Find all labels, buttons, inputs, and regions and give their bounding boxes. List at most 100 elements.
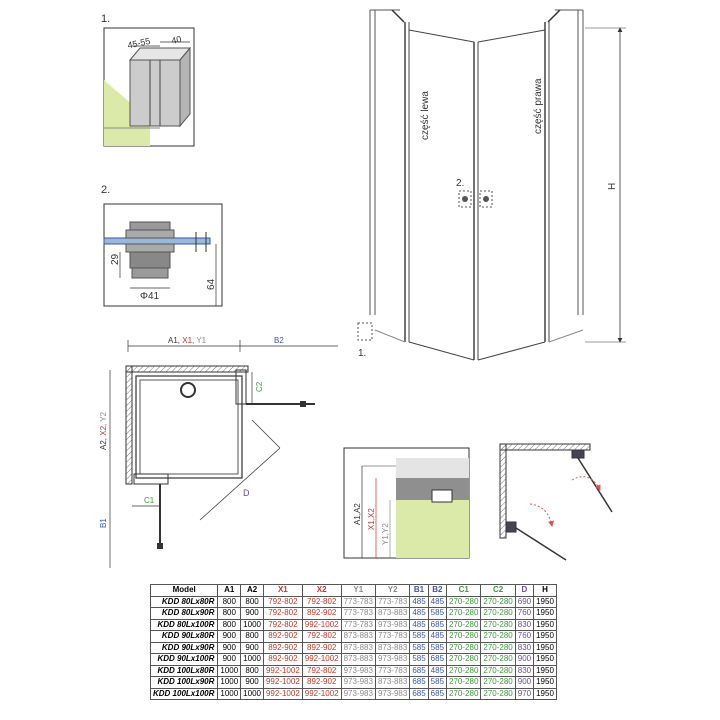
table-cell: 892-902 — [262, 641, 303, 654]
table-cell: 773-783 — [340, 607, 376, 620]
model-cell: KDD 80Lx80R — [149, 595, 219, 608]
table-cell: 900 — [514, 676, 535, 689]
table-header: X1 — [262, 584, 303, 597]
table-cell: 1000 — [240, 653, 264, 666]
table-cell: 270-280 — [480, 618, 516, 631]
table-cell: 892-902 — [262, 653, 303, 666]
front-height-label: H — [607, 183, 618, 190]
plan-label-B1: B1 — [99, 518, 108, 528]
table-cell: 992-1002 — [301, 687, 342, 700]
dimensions-table: Model A1 A2 X1 X2 Y1 Y2 B1 B2 C1 C2 D H … — [149, 584, 557, 700]
table-cell: 900 — [217, 653, 242, 666]
table-cell: 800 — [217, 618, 242, 631]
detail-2-dim-29: 29 — [110, 253, 121, 265]
table-cell: 585 — [427, 641, 448, 654]
plan-label-C2: C2 — [255, 381, 264, 392]
table-cell: 1950 — [533, 607, 557, 620]
model-cell: KDD 90Lx90R — [149, 641, 219, 654]
plan-label-Y2: Y2 — [99, 411, 108, 421]
detail-1-dim-40: 40 — [170, 34, 182, 46]
table-cell: 900 — [217, 630, 242, 643]
table-header: A2 — [240, 584, 264, 597]
table-cell: 900 — [514, 653, 535, 666]
front-marker-1: 1. — [358, 348, 366, 359]
table-cell: 900 — [240, 676, 264, 689]
table-cell: 873-883 — [374, 676, 411, 689]
table-cell: 270-280 — [446, 630, 482, 643]
front-view: część lewa część prawa 2. 1. H — [357, 9, 626, 361]
plan-label-A1: A1, — [168, 336, 180, 345]
table-cell: 685 — [427, 687, 448, 700]
table-cell: 585 — [427, 607, 448, 620]
table-cell: 270-280 — [480, 630, 516, 643]
plan-label-A2: A2, — [99, 438, 108, 450]
table-cell: 685 — [409, 664, 429, 677]
table-cell: 270-280 — [480, 595, 516, 608]
table-cell: 973-983 — [374, 687, 411, 700]
table-cell: 690 — [514, 595, 535, 608]
table-cell: 1950 — [533, 653, 557, 666]
table-cell: 973-983 — [340, 676, 376, 689]
detail-2-dim-64: 64 — [206, 278, 217, 290]
table-cell: 485 — [427, 595, 448, 608]
table-cell: 1950 — [533, 630, 557, 643]
table-cell: 270-280 — [446, 618, 482, 631]
table-cell: 973-983 — [374, 653, 411, 666]
table-cell: 1000 — [240, 618, 264, 631]
table-cell: 773-783 — [340, 618, 376, 631]
table-cell: 792-802 — [262, 595, 303, 608]
table-header: C1 — [446, 584, 482, 597]
table-cell: 270-280 — [446, 664, 482, 677]
table-cell: 873-883 — [374, 607, 411, 620]
table-cell: 992-1002 — [301, 653, 342, 666]
table-cell: 485 — [409, 618, 429, 631]
table-cell: 970 — [514, 687, 535, 700]
table-cell: 760 — [514, 607, 535, 620]
svg-text:A2, X2, Y2: A2, X2, Y2 — [99, 411, 108, 450]
table-cell: 792-802 — [262, 607, 303, 620]
table-cell: 773-783 — [374, 595, 411, 608]
table-cell: 270-280 — [480, 687, 516, 700]
model-cell: KDD 90Lx80R — [149, 630, 219, 643]
table-cell: 830 — [514, 641, 535, 654]
table-cell: 800 — [217, 595, 242, 608]
table-cell: 760 — [514, 630, 535, 643]
table-cell: 270-280 — [446, 687, 482, 700]
plan-label-C1: C1 — [144, 496, 155, 505]
table-cell: 973-983 — [340, 664, 376, 677]
table-cell: 485 — [409, 607, 429, 620]
table-header: Y1 — [340, 584, 376, 597]
side-label-Y1Y2: Y1,Y2 — [381, 523, 390, 545]
table-cell: 685 — [427, 618, 448, 631]
table-cell: 773-783 — [374, 664, 411, 677]
front-left-door-label: część lewa — [420, 91, 431, 140]
table-header: B1 — [409, 584, 429, 597]
detail-1: 1. 45-55 40 — [101, 13, 195, 147]
table-cell: 792-802 — [262, 618, 303, 631]
table-header: D — [514, 584, 535, 597]
table-cell: 1950 — [533, 595, 557, 608]
model-cell: KDD 100Lx90R — [149, 676, 219, 689]
plan-label-B2: B2 — [274, 336, 284, 345]
side-label-A1A2: A1,A2 — [353, 503, 362, 525]
table-cell: 800 — [217, 607, 242, 620]
table-cell: 270-280 — [480, 641, 516, 654]
table-cell: 873-883 — [340, 630, 376, 643]
table-header: A1 — [217, 584, 242, 597]
detail-1-dim-45-55: 45-55 — [127, 36, 152, 51]
table-header: Y2 — [374, 584, 411, 597]
table-cell: 1000 — [240, 687, 264, 700]
table-cell: 792-802 — [301, 630, 342, 643]
svg-text:A1, X1, Y1: A1, X1, Y1 — [168, 336, 207, 345]
model-cell: KDD 100Lx100R — [149, 687, 219, 700]
table-cell: 1000 — [217, 676, 242, 689]
table-cell: 773-783 — [340, 595, 376, 608]
table-cell: 900 — [217, 641, 242, 654]
